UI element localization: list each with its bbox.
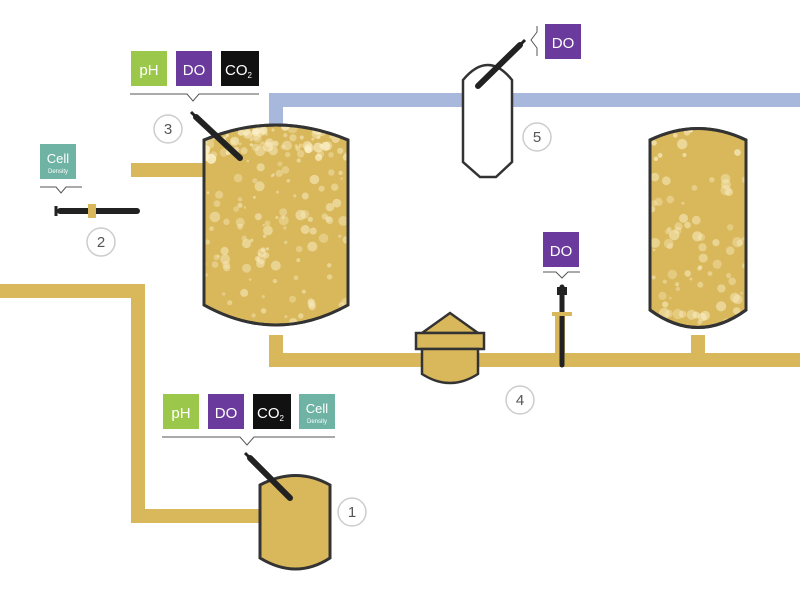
sensor-probe-icon [243,451,293,501]
svg-text:4: 4 [516,392,524,409]
bracket-side [530,26,538,56]
small-vessel [258,474,332,571]
step-4-marker: 4 [505,385,535,415]
svg-text:1: 1 [348,504,356,521]
step-5-marker: 5 [522,122,552,152]
svg-text:5: 5 [533,129,541,146]
badge-co2-top: CO2 [221,51,259,86]
bubble-icon [204,125,348,325]
sensor-probe-icon [54,204,140,218]
svg-text:pH: pH [171,405,190,422]
badge-do-mid: DO [543,232,579,267]
svg-text:Cell: Cell [306,401,329,416]
step-3-marker: 3 [153,114,183,144]
svg-text:3: 3 [164,121,172,138]
step-2-marker: 2 [86,227,116,257]
badge-cell-left: Cell Density [40,144,76,179]
svg-text:DO: DO [183,62,206,79]
badge-ph-bottom: pH [163,394,199,429]
svg-text:Density: Density [307,419,327,425]
badge-do-side: DO [545,24,581,59]
svg-text:DO: DO [552,35,575,52]
badge-co2-bottom: CO2 [253,394,291,429]
badge-do-top: DO [176,51,212,86]
badge-ph-top: pH [131,51,167,86]
sensor-probe-icon [475,38,527,89]
svg-text:DO: DO [550,243,573,260]
liquid-pipes [0,163,800,523]
svg-text:pH: pH [139,62,158,79]
svg-text:Density: Density [48,169,68,175]
right-vessel [648,127,748,329]
svg-text:CO2: CO2 [225,62,253,80]
svg-text:Cell: Cell [47,151,70,166]
sensor-probe-icon [552,284,572,368]
gas-vessel [461,63,514,179]
svg-text:2: 2 [97,234,105,251]
sensor-probe-icon [189,110,243,161]
bracket-left [40,186,82,194]
svg-text:DO: DO [215,405,238,422]
step-1-marker: 1 [337,497,367,527]
badge-cell-bottom: Cell Density [299,394,335,429]
badge-do-bottom: DO [208,394,244,429]
bracket-mid [543,271,580,279]
bracket-bottom [162,436,335,446]
filter-unit [414,311,486,385]
main-vessel [202,123,350,327]
bracket-top [130,93,259,102]
svg-text:CO2: CO2 [257,405,285,423]
